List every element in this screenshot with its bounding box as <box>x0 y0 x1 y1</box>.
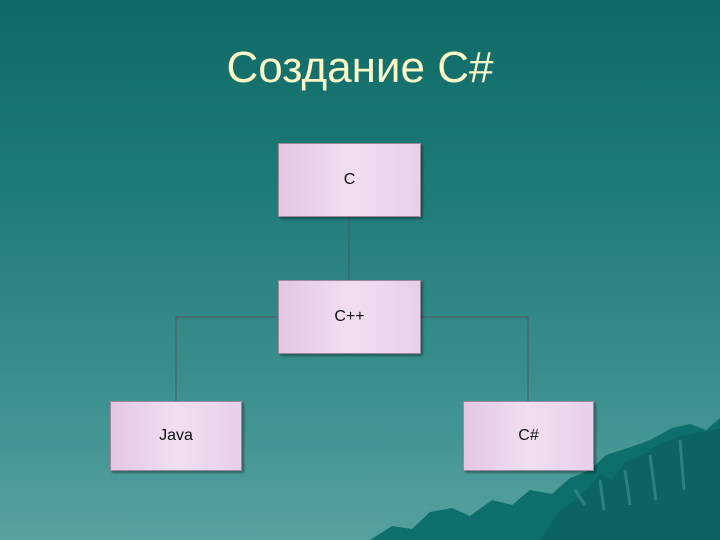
node-cpp-label: C++ <box>334 308 365 325</box>
node-cpp: C++ <box>278 280 421 354</box>
node-c: C <box>278 143 421 217</box>
node-java-label: Java <box>159 427 193 444</box>
node-csharp: C# <box>463 401 594 471</box>
node-csharp-label: C# <box>518 427 539 444</box>
slide-title: Создание C# <box>226 43 494 92</box>
node-java: Java <box>110 401 242 471</box>
node-c-label: C <box>343 171 356 188</box>
